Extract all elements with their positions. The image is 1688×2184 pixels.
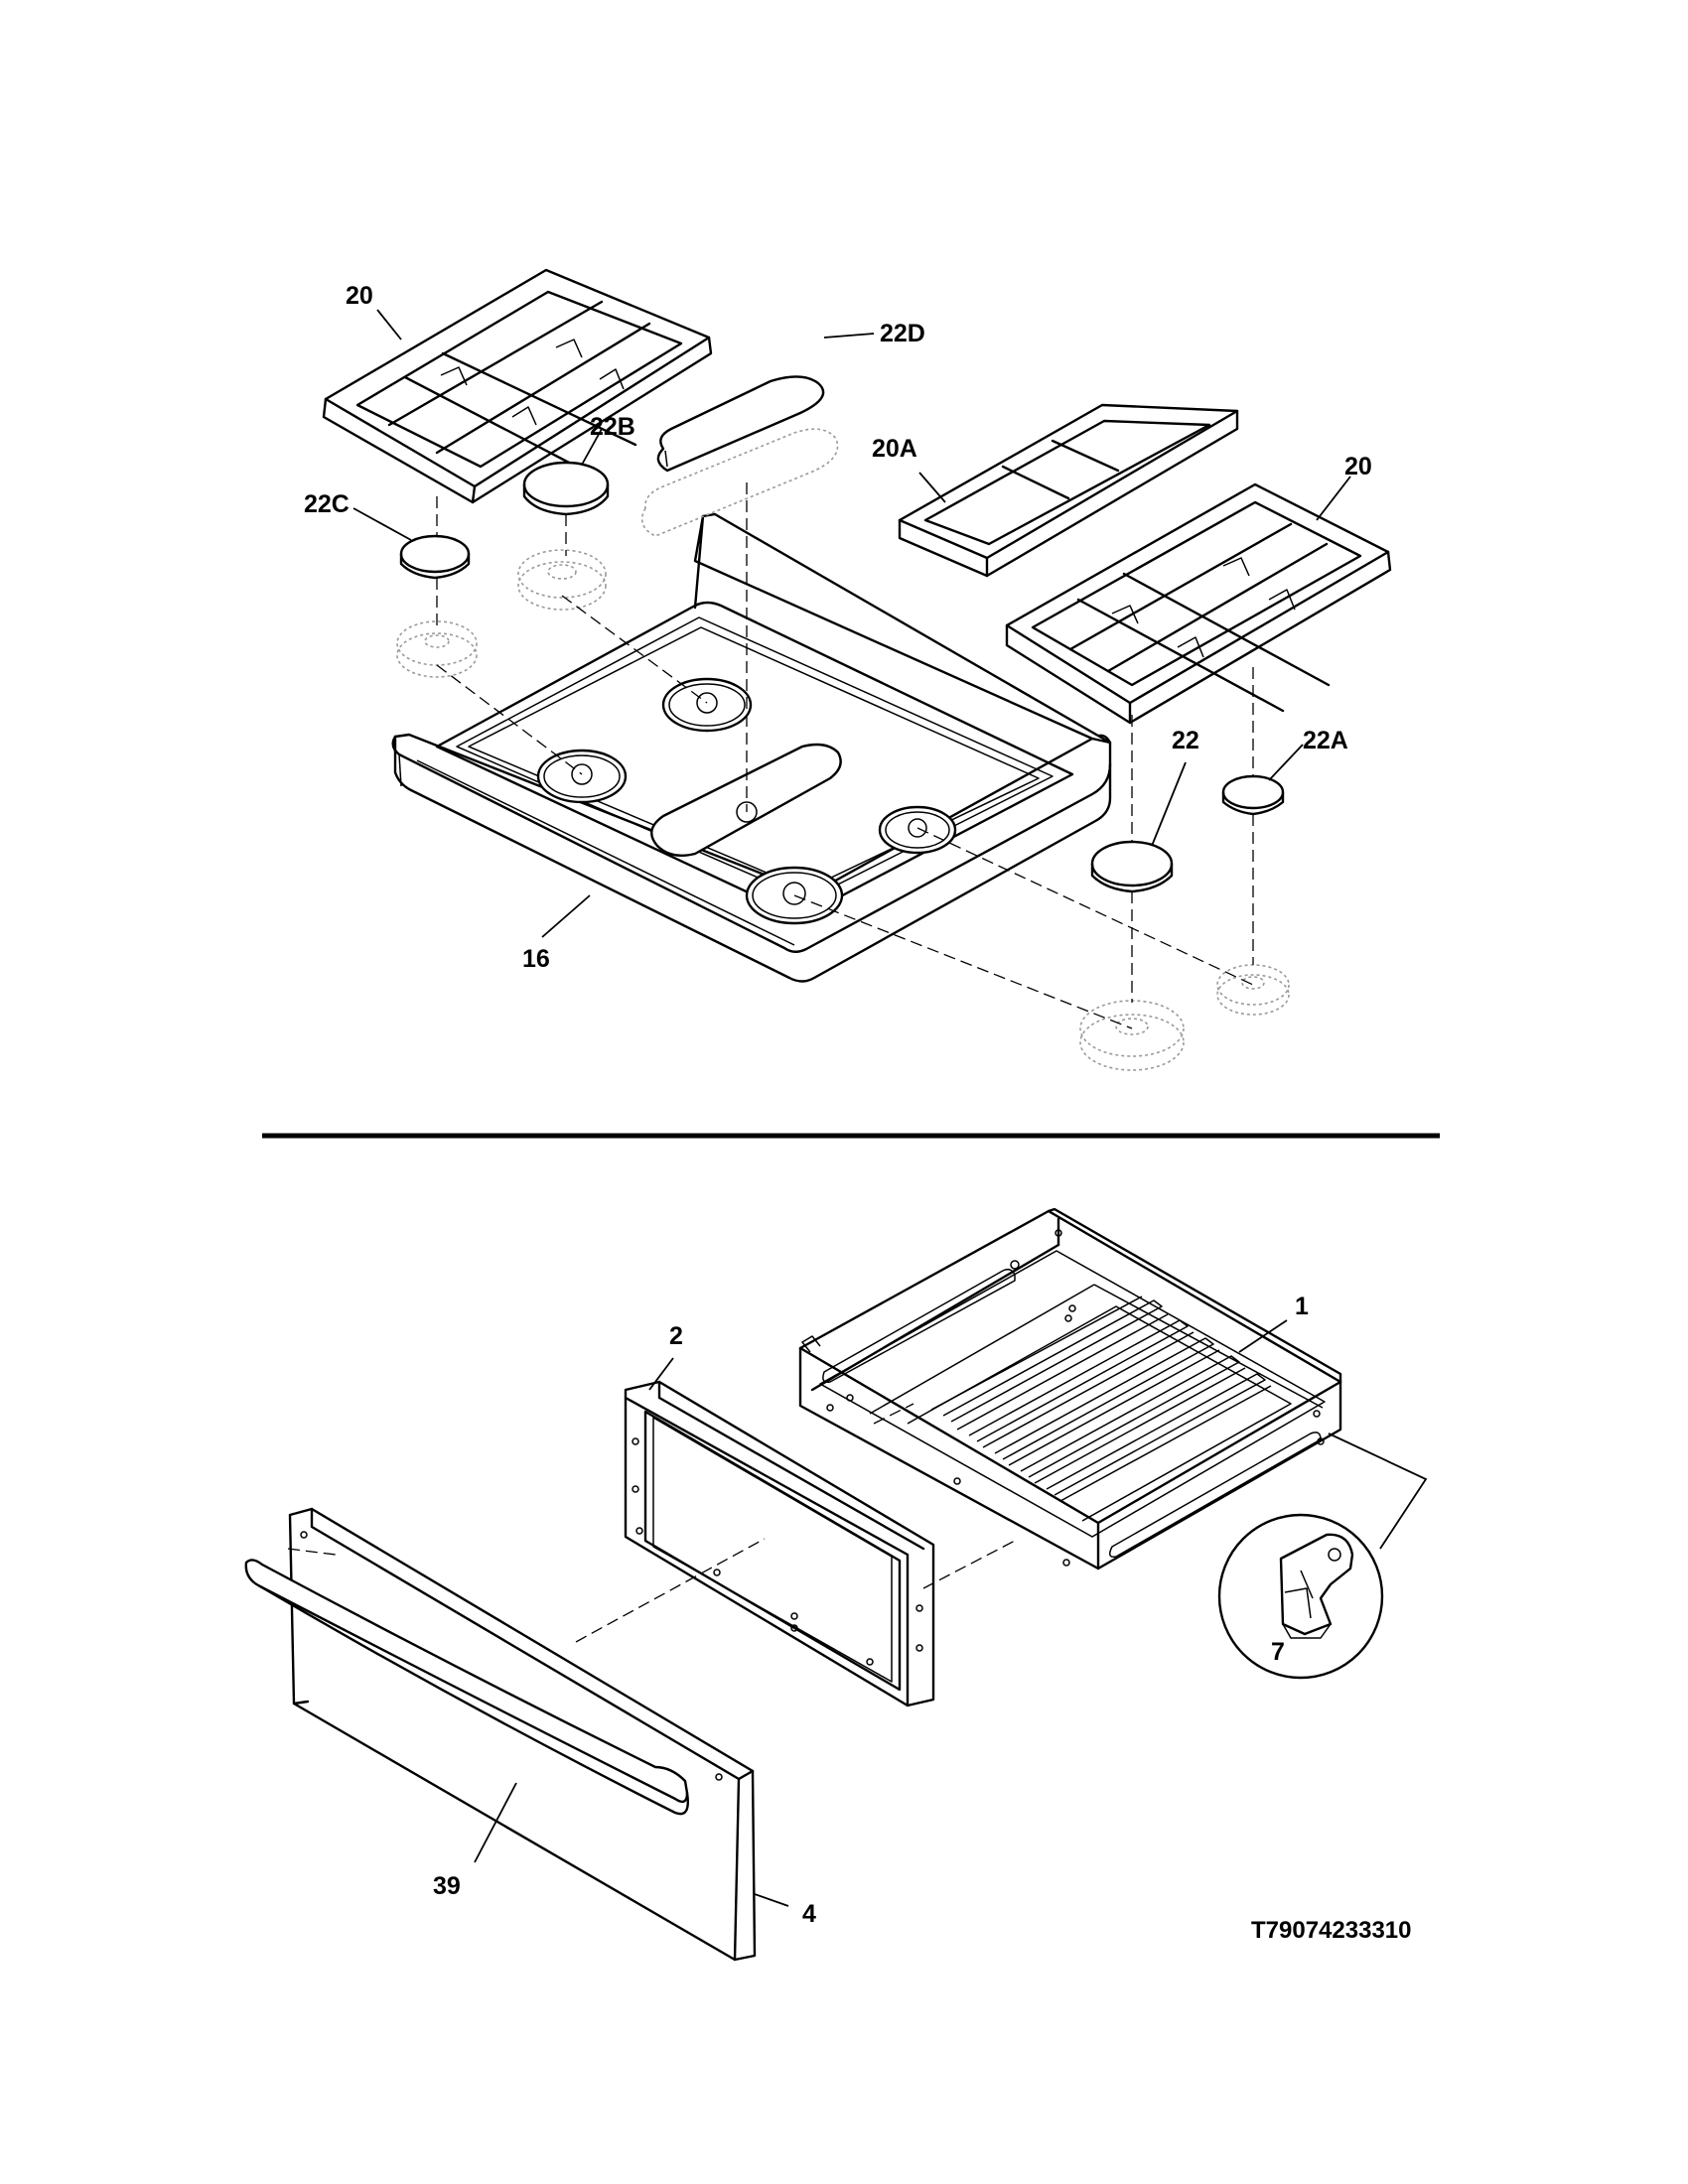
callout-cap-right-rear: 22A — [1303, 727, 1348, 754]
burner-base-left-rear — [517, 549, 607, 611]
callout-drawer-glide: 7 — [1271, 1638, 1285, 1666]
burner-base-right-front — [1079, 1000, 1185, 1071]
grate-left — [322, 268, 713, 504]
callout-cooktop: 16 — [522, 945, 550, 973]
leaders-bottom — [474, 1319, 1428, 1907]
callout-cap-left-rear: 22B — [590, 413, 635, 441]
callout-drawer-handle: 39 — [433, 1872, 461, 1900]
cooktop-body — [391, 512, 1112, 983]
callout-drawer-front: 4 — [802, 1900, 816, 1928]
drawer-handle — [244, 1559, 689, 1816]
cap-right-rear — [1221, 774, 1285, 816]
cap-left-rear — [522, 461, 610, 516]
diagram-code: T79074233310 — [1251, 1917, 1411, 1944]
drawer-glide-detail — [1217, 1513, 1384, 1680]
leaders-top — [352, 309, 1351, 938]
callout-cap-left-front: 22C — [304, 490, 350, 518]
callout-drawer-panel: 2 — [669, 1322, 683, 1350]
cap-right-front — [1090, 840, 1174, 893]
callout-grate-left: 20 — [346, 282, 373, 310]
burner-head-left — [536, 749, 628, 804]
drawer-section: 1 2 7 39 4 — [244, 1207, 1428, 1962]
grate-right — [1005, 482, 1392, 725]
assembly-lines-top — [436, 482, 1254, 1029]
callout-grate-center: 20A — [872, 435, 917, 463]
drawer-panel — [624, 1380, 935, 1707]
cooktop-section: 20 22D 22B 20A 20 22C 22 22A 16 — [304, 268, 1392, 1071]
grate-center — [898, 403, 1239, 578]
oval-burner — [650, 743, 842, 857]
cap-oval — [640, 375, 839, 537]
drawer-liner — [798, 1207, 1342, 1570]
burner-base-left-front — [396, 620, 478, 678]
callout-grate-right: 20 — [1344, 453, 1372, 480]
burner-head-rear — [661, 677, 753, 733]
assembly-lines-bottom — [287, 1403, 1016, 1643]
callout-cap-right-front: 22 — [1172, 727, 1199, 754]
burner-head-right — [878, 805, 957, 855]
cap-left-front — [399, 534, 471, 580]
callout-drawer-liner: 1 — [1295, 1293, 1309, 1320]
burner-base-right-rear — [1216, 964, 1290, 1016]
callout-cap-oval: 22D — [880, 320, 925, 347]
